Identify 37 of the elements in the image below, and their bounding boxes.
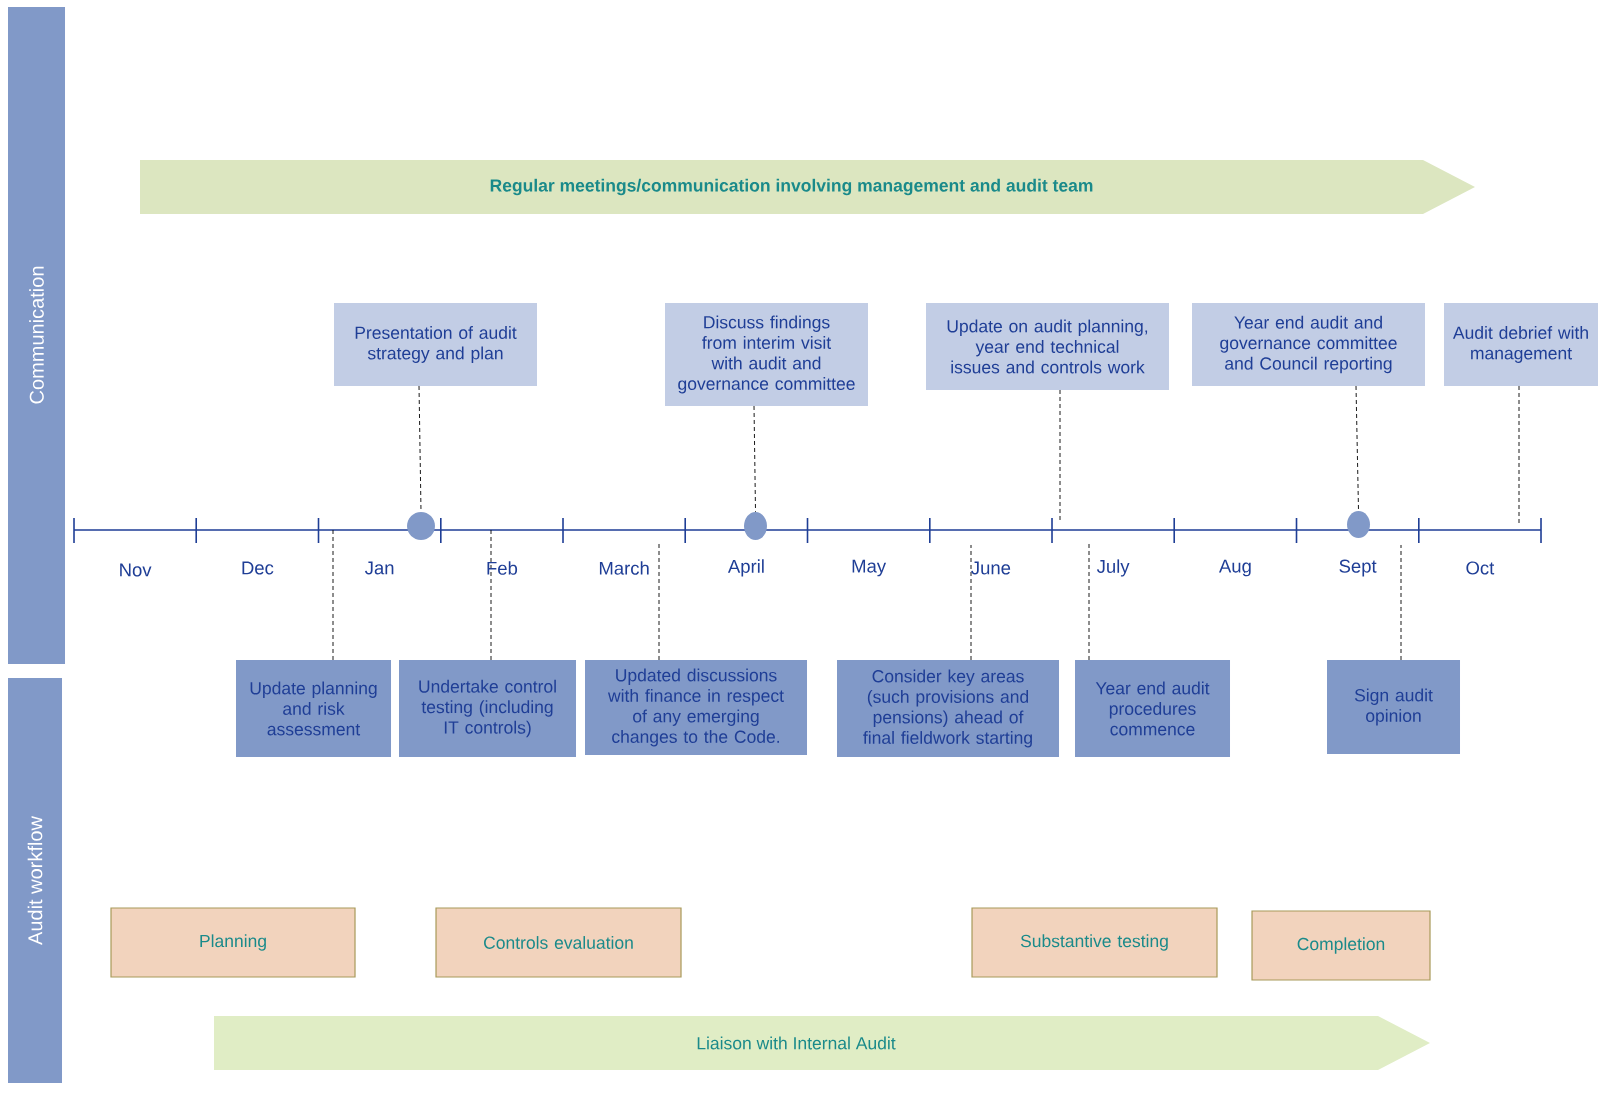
month-label: July bbox=[1096, 559, 1130, 577]
month-label: Feb bbox=[487, 561, 518, 575]
month-label: April bbox=[727, 559, 764, 577]
communication-box: Discuss findings from interim visit with audit and governance committee bbox=[665, 303, 868, 406]
leader-line bbox=[1059, 389, 1061, 523]
month-label: June bbox=[971, 561, 1011, 575]
milestone-dot bbox=[744, 512, 767, 540]
section-band: Audit workflow bbox=[8, 678, 62, 1083]
section-band: Communication bbox=[8, 7, 65, 664]
month-label: May bbox=[852, 559, 887, 577]
task-box: Consider key areas (such provisions and pensions) ahead of final fieldwork starting bbox=[837, 660, 1059, 757]
task-box: Undertake control testing (including IT controls) bbox=[399, 660, 576, 757]
phase-box: Completion bbox=[1251, 910, 1431, 981]
task-box: Update planning and risk assessment bbox=[236, 660, 391, 757]
task-box: Updated discussions with finance in respect of any emerging changes to the Code. bbox=[585, 660, 807, 755]
communication-box: Presentation of audit strategy and plan bbox=[334, 303, 537, 386]
month-label: Dec bbox=[242, 561, 274, 575]
task-box: Year end audit procedures commence bbox=[1075, 660, 1230, 757]
phase-box: Substantive testing bbox=[971, 907, 1218, 978]
month-label: March bbox=[599, 561, 649, 575]
leader-line bbox=[1400, 544, 1402, 661]
communication-box: Year end audit and governance committee and Council reporting bbox=[1192, 303, 1425, 386]
month-label: Oct bbox=[1466, 561, 1495, 575]
leader-line bbox=[753, 405, 756, 513]
communication-box: Audit debrief with management bbox=[1444, 303, 1598, 386]
milestone-dot bbox=[1347, 511, 1370, 538]
communication-box: Update on audit planning, year end technical issues and controls work bbox=[926, 303, 1169, 390]
leader-line bbox=[970, 544, 972, 661]
month-label: Nov bbox=[120, 563, 152, 577]
phase-box: Controls evaluation bbox=[435, 907, 682, 978]
milestone-dot bbox=[407, 512, 435, 540]
month-label: Sept bbox=[1339, 559, 1377, 577]
month-label: Jan bbox=[365, 561, 394, 575]
task-box: Sign audit opinion bbox=[1327, 660, 1460, 754]
leader-line bbox=[1355, 385, 1359, 512]
month-label: Aug bbox=[1219, 559, 1251, 577]
phase-box: Planning bbox=[110, 907, 356, 978]
